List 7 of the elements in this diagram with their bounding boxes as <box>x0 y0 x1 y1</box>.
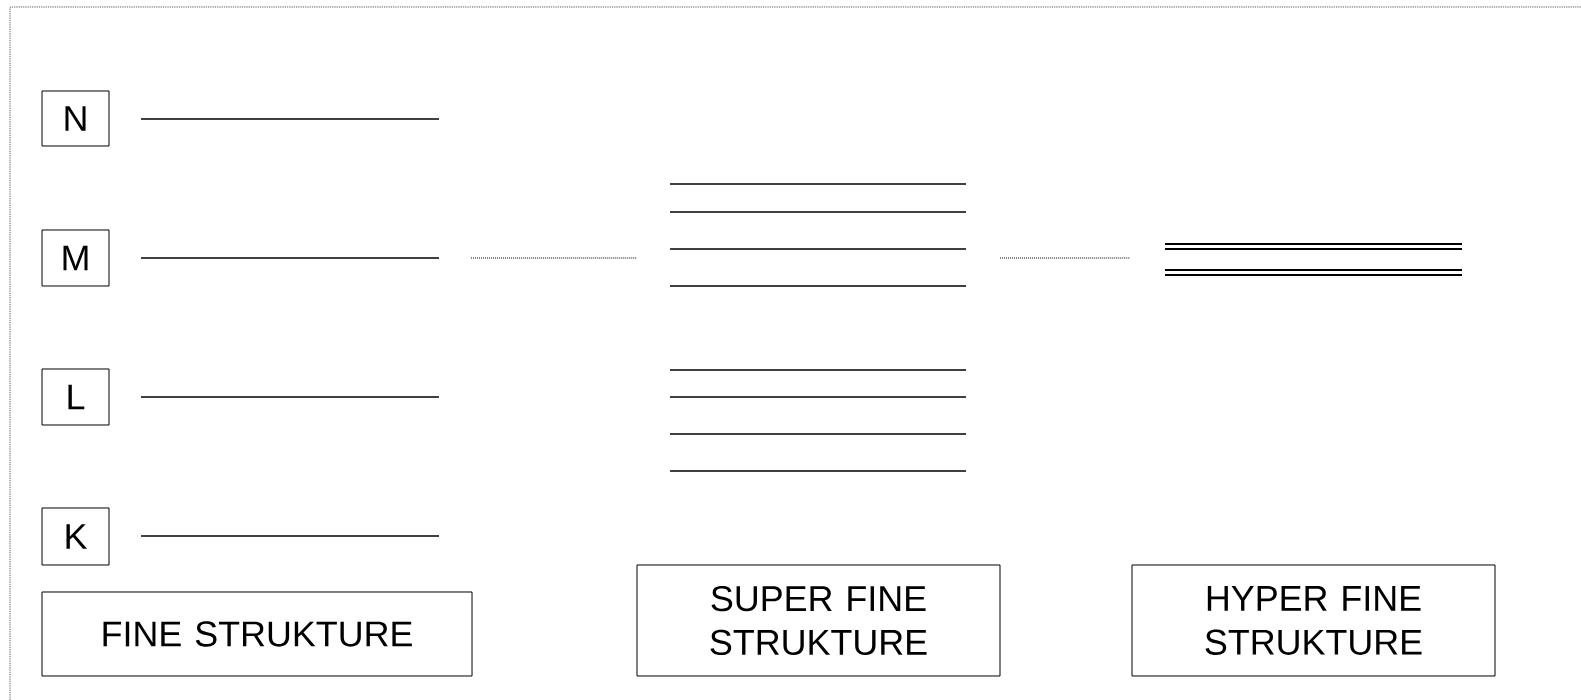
structure-label-box: FINE STRUKTURE <box>41 591 473 677</box>
level-label-box: L <box>41 368 110 426</box>
structure-label-box: SUPER FINE STRUKTURE <box>636 564 1001 677</box>
level-label-box: M <box>41 229 110 287</box>
level-label-box: K <box>41 507 110 566</box>
level-label-box: N <box>41 90 110 147</box>
structure-label-box: HYPER FINE STRUKTURE <box>1131 564 1496 677</box>
